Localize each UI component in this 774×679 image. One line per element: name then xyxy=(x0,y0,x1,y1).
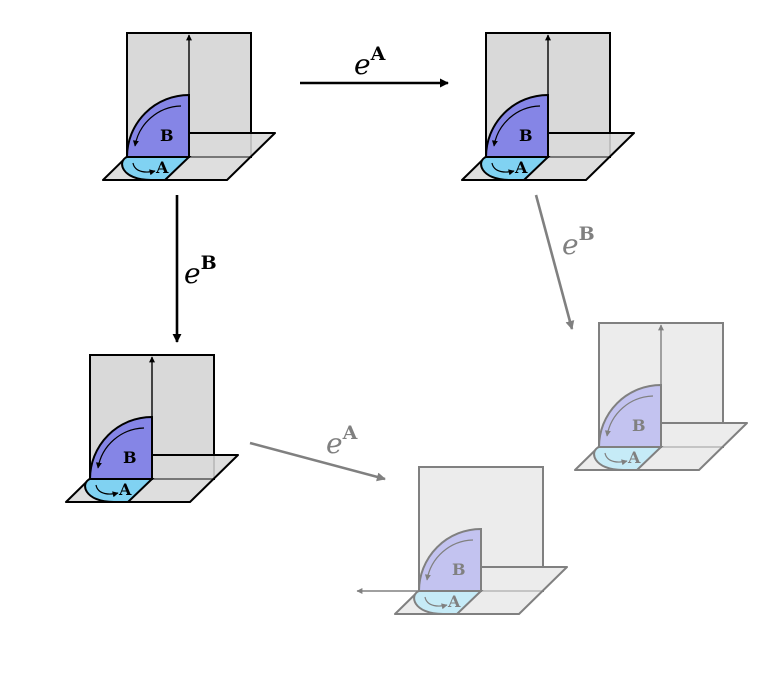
label-b: B xyxy=(123,448,137,467)
rotation-arrow-b xyxy=(95,427,145,469)
quarter-disc-b xyxy=(417,527,482,592)
label-b: B xyxy=(160,126,174,145)
half-disc-a xyxy=(84,478,155,503)
half-disc-a xyxy=(121,156,192,181)
tile-bottom-left: B A xyxy=(65,354,239,503)
rotation-arrow-b xyxy=(424,539,474,581)
rotation-arrow-a xyxy=(95,484,119,498)
tile-top-left: B A xyxy=(102,32,276,181)
label-b: B xyxy=(452,560,466,579)
rotation-arrow-b xyxy=(132,105,182,147)
edge-label-top: eA xyxy=(354,43,386,81)
half-disc-a xyxy=(593,446,664,471)
label-a: A xyxy=(627,448,641,467)
edge-label-bottom: eA xyxy=(326,422,358,460)
label-b: B xyxy=(632,416,646,435)
rotation-arrow-a xyxy=(491,162,515,176)
rotation-arrow-b xyxy=(491,105,541,147)
quarter-disc-b xyxy=(88,415,153,480)
edge-arrow-right xyxy=(534,194,575,330)
edge-label-right: eB xyxy=(562,223,595,261)
rotation-arrow-a xyxy=(132,162,156,176)
edge-label-left: eB xyxy=(184,252,217,290)
quarter-disc-b xyxy=(597,383,662,448)
label-a: A xyxy=(118,480,132,499)
label-b: B xyxy=(519,126,533,145)
edge-arrow-bottom xyxy=(249,441,386,482)
tile-top-right: B A xyxy=(461,32,635,181)
rotation-arrow-a xyxy=(424,596,448,610)
tile-right-faded: B A xyxy=(574,322,748,471)
quarter-disc-b xyxy=(125,93,190,158)
label-a: A xyxy=(155,158,169,177)
tile-bottom-center-faded: B A xyxy=(356,466,568,615)
label-a: A xyxy=(514,158,528,177)
quarter-disc-b xyxy=(484,93,549,158)
half-disc-a xyxy=(413,590,484,615)
half-disc-a xyxy=(480,156,551,181)
rotation-arrow-b xyxy=(604,395,654,437)
rotation-arrow-a xyxy=(604,452,628,466)
label-a: A xyxy=(447,592,461,611)
